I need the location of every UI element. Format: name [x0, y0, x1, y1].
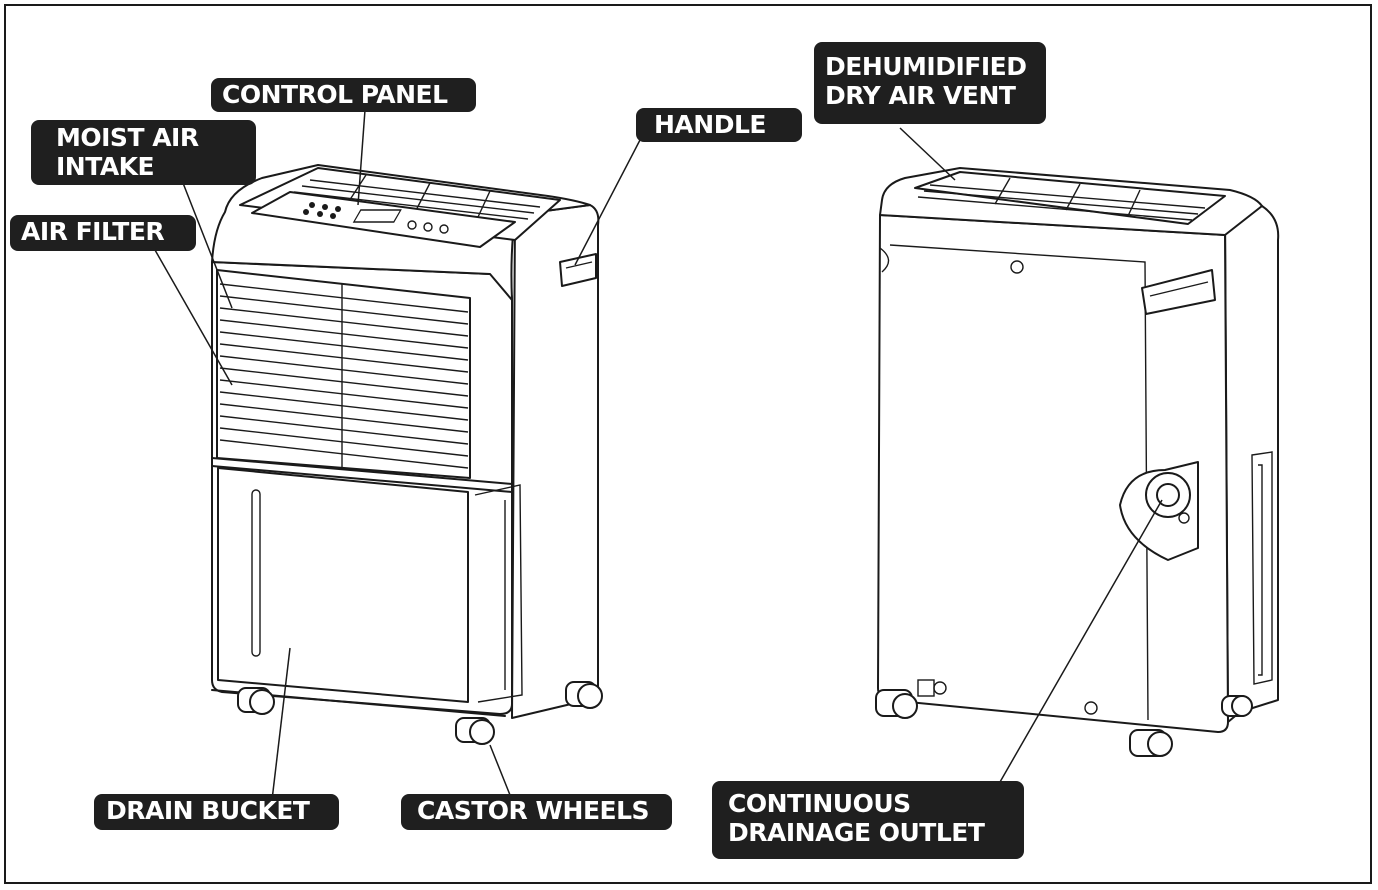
diagram-frame — [4, 4, 1372, 884]
label-air-filter: AIR FILTER — [10, 215, 196, 251]
leader-lines — [154, 109, 1163, 801]
label-drain-bucket: DRAIN BUCKET — [94, 794, 339, 830]
back-castor-wheels — [875, 689, 1253, 757]
label-moist-air-intake: MOIST AIR INTAKE — [31, 120, 256, 185]
front-castor-wheels — [237, 681, 603, 745]
back-dehumidifier — [875, 167, 1280, 757]
label-handle: HANDLE — [636, 108, 802, 142]
front-dehumidifier — [211, 164, 603, 745]
label-continuous-drainage-outlet: CONTINUOUS DRAINAGE OUTLET — [712, 781, 1024, 859]
label-dehumidified-dry-air-vent: DEHUMIDIFIED DRY AIR VENT — [814, 42, 1046, 124]
label-castor-wheels: CASTOR WHEELS — [401, 794, 672, 830]
label-control-panel: CONTROL PANEL — [211, 78, 476, 112]
